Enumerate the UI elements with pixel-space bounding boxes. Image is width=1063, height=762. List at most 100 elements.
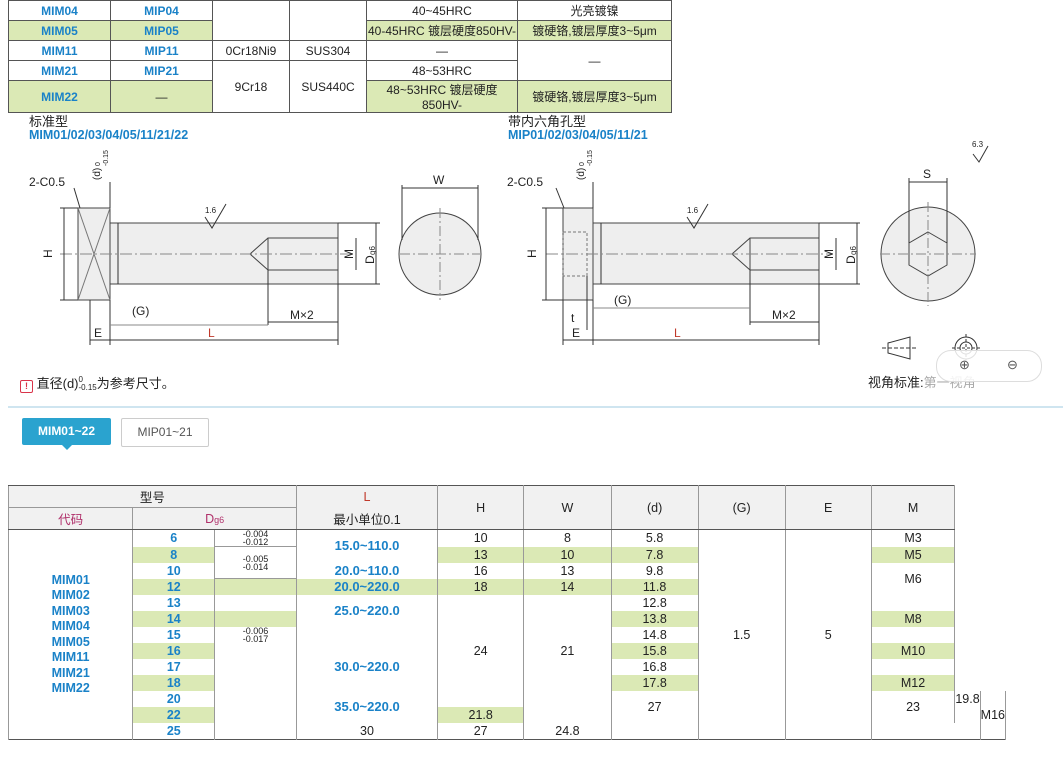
- hardness-cell: 48~53HRC: [366, 60, 518, 81]
- w-value: 10: [523, 546, 612, 563]
- zoom-out-icon[interactable]: ⊖: [1007, 357, 1018, 372]
- e-label: E: [94, 326, 102, 340]
- m-label: M: [342, 249, 356, 259]
- tab-mip01-21[interactable]: MIP01~21: [121, 418, 209, 447]
- d-value: 10: [132, 562, 216, 579]
- header-type: 型号: [8, 485, 297, 508]
- code-cell: MIP11: [110, 40, 213, 61]
- dg6-sub: g6: [368, 246, 377, 255]
- zoom-in-icon[interactable]: ⊕: [959, 357, 970, 372]
- d-value: 8: [132, 546, 216, 563]
- w-value: 14: [523, 578, 612, 595]
- l-range: 25.0~220.0: [295, 595, 439, 627]
- l-range: 35.0~220.0: [295, 691, 439, 723]
- d-ref-value: 21.8: [437, 707, 525, 723]
- d-value: 13: [132, 595, 216, 611]
- h-value: 13: [437, 546, 525, 563]
- material-table: MIM04 MIP04 40~45HRC 光亮镀镍 MIM05 MIP05 40…: [8, 0, 672, 113]
- left-drawing-codes: MIM01/02/03/04/05/11/21/22: [29, 128, 189, 142]
- hex-socket-type-drawing: 2-C0.5 (d) 0 -0.15 H S M D g6 (G) t E L …: [507, 140, 989, 345]
- m-value: M16: [979, 691, 1007, 740]
- d-ref-value: 24.8: [523, 723, 612, 740]
- dg6-label: D: [844, 255, 858, 264]
- l-range: 15.0~110.0: [295, 529, 439, 563]
- d-ref-value: 9.8: [610, 562, 699, 579]
- mx2-label: M×2: [772, 308, 796, 322]
- h-value: 27: [610, 691, 699, 723]
- code-cell: MIM21: [8, 60, 111, 81]
- d-value: 12: [132, 578, 216, 595]
- material-jis-cell: SUS440C: [289, 60, 367, 113]
- d-tol-low: -0.15: [103, 150, 110, 166]
- left-drawing-title: 标准型: [29, 114, 69, 129]
- h-value: 10: [437, 529, 525, 547]
- m-value: M10: [870, 643, 956, 659]
- h-value: 16: [437, 562, 525, 579]
- code-cell: MIP04: [110, 0, 213, 21]
- code-cell: MIM04: [8, 0, 111, 21]
- surface-cell: 镀硬铬,镀层厚度3~5μm: [517, 80, 672, 113]
- spec-table: 型号 L H W (d) (G) E M 代码 Dg6 最小单位0.1 MIM0…: [7, 485, 1007, 740]
- roughness-top-label: 6.3: [972, 140, 984, 149]
- header-l: L: [295, 485, 439, 508]
- d-value: 18: [132, 675, 216, 691]
- chamfer-label: 2-C0.5: [29, 175, 65, 189]
- w-value: 27: [437, 723, 525, 740]
- header-m: M: [870, 485, 956, 530]
- d-tol-up: 0: [579, 162, 586, 166]
- d-value: 25: [132, 723, 216, 740]
- tol-cell: -0.006-0.017: [214, 627, 297, 723]
- standard-type-drawing: 2-C0.5 (d) 0 -0.15 H W M D g6 (G) E L M×…: [29, 150, 482, 345]
- d-ref-value: 11.8: [610, 578, 699, 595]
- h-value: 30: [295, 723, 439, 740]
- code-cell: —: [110, 80, 213, 113]
- g-label: (G): [614, 293, 631, 307]
- hardness-cell: 48~53HRC 镀层硬度850HV-: [366, 80, 518, 113]
- w-value: 8: [523, 529, 612, 547]
- header-h: H: [437, 485, 525, 530]
- code-cell: MIP05: [110, 20, 213, 41]
- l-range: 20.0~110.0: [295, 562, 439, 579]
- dg6-sub: g6: [849, 246, 858, 255]
- right-drawing-title: 带内六角孔型: [508, 114, 587, 129]
- e-label: E: [572, 326, 580, 340]
- header-g: (G): [697, 485, 786, 530]
- hardness-cell: 40-45HRC 镀层硬度850HV-: [366, 20, 518, 41]
- d-ref-value: 19.8: [954, 691, 981, 707]
- zoom-controls: ⊕ ⊖: [936, 350, 1042, 382]
- d-ref-value: 7.8: [610, 546, 699, 563]
- s-label: S: [923, 167, 931, 181]
- hardness-cell: 40~45HRC: [366, 0, 518, 21]
- surface-cell: 光亮镀镍: [517, 0, 672, 21]
- d-value: 6: [132, 529, 216, 547]
- header-w: W: [523, 485, 612, 530]
- m-value: M12: [870, 675, 956, 691]
- d-value: 22: [132, 707, 216, 723]
- d-ref-value: 16.8: [610, 659, 699, 675]
- d-ref-value: 15.8: [610, 643, 699, 659]
- d-label: (d): [92, 168, 103, 180]
- tab-mim01-22[interactable]: MIM01~22: [22, 418, 111, 445]
- material-jis-cell: SUS304: [289, 40, 367, 61]
- m-label: M: [822, 249, 836, 259]
- d-ref-value: 13.8: [610, 611, 699, 627]
- g-value: 1.5: [697, 529, 786, 740]
- surface-cell: 镀硬铬,镀层厚度3~5μm: [517, 20, 672, 41]
- d-ref-value: 5.8: [610, 529, 699, 547]
- info-icon: !: [20, 380, 33, 393]
- g-label: (G): [132, 304, 149, 318]
- m-value: M3: [870, 529, 956, 547]
- material-cell: 9Cr18: [212, 60, 290, 113]
- code-list: MIM01 MIM02 MIM03 MIM04 MIM05 MIM11 MIM2…: [7, 529, 134, 740]
- d-ref-value: 14.8: [610, 627, 699, 643]
- code-cell: MIM22: [8, 80, 111, 113]
- d-value: 16: [132, 643, 216, 659]
- l-range: 20.0~220.0: [295, 578, 439, 595]
- m-value: M8: [870, 611, 956, 627]
- roughness-label: 1.6: [687, 206, 699, 215]
- d-tol-up: 0: [95, 162, 102, 166]
- code-cell: MIM11: [8, 40, 111, 61]
- tol-cell: -0.005-0.014: [214, 546, 297, 579]
- right-drawing-codes: MIP01/02/03/04/05/11/21: [508, 128, 648, 142]
